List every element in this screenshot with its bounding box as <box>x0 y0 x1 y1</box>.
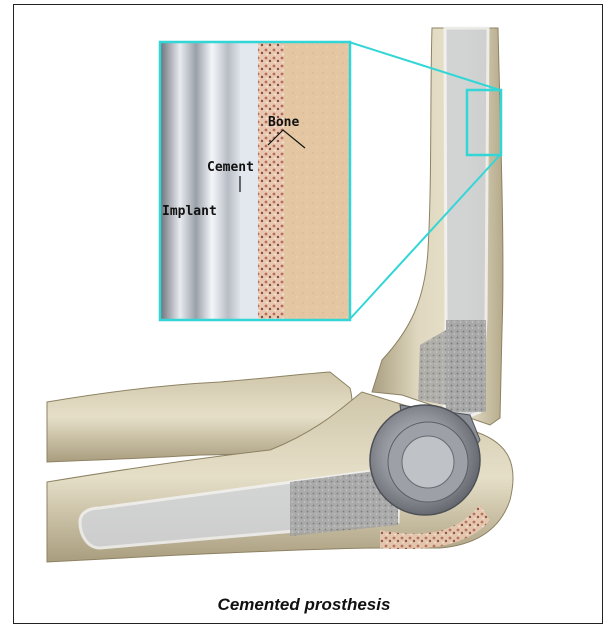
label-implant: Implant <box>162 204 217 219</box>
figure-caption: Cemented prosthesis <box>0 595 608 615</box>
humerus-bone <box>372 28 503 425</box>
hinge-joint <box>370 405 480 515</box>
label-bone: Bone <box>268 115 299 130</box>
label-cement: Cement <box>207 160 254 175</box>
magnified-inset: Bone Cement Implant <box>160 42 350 320</box>
